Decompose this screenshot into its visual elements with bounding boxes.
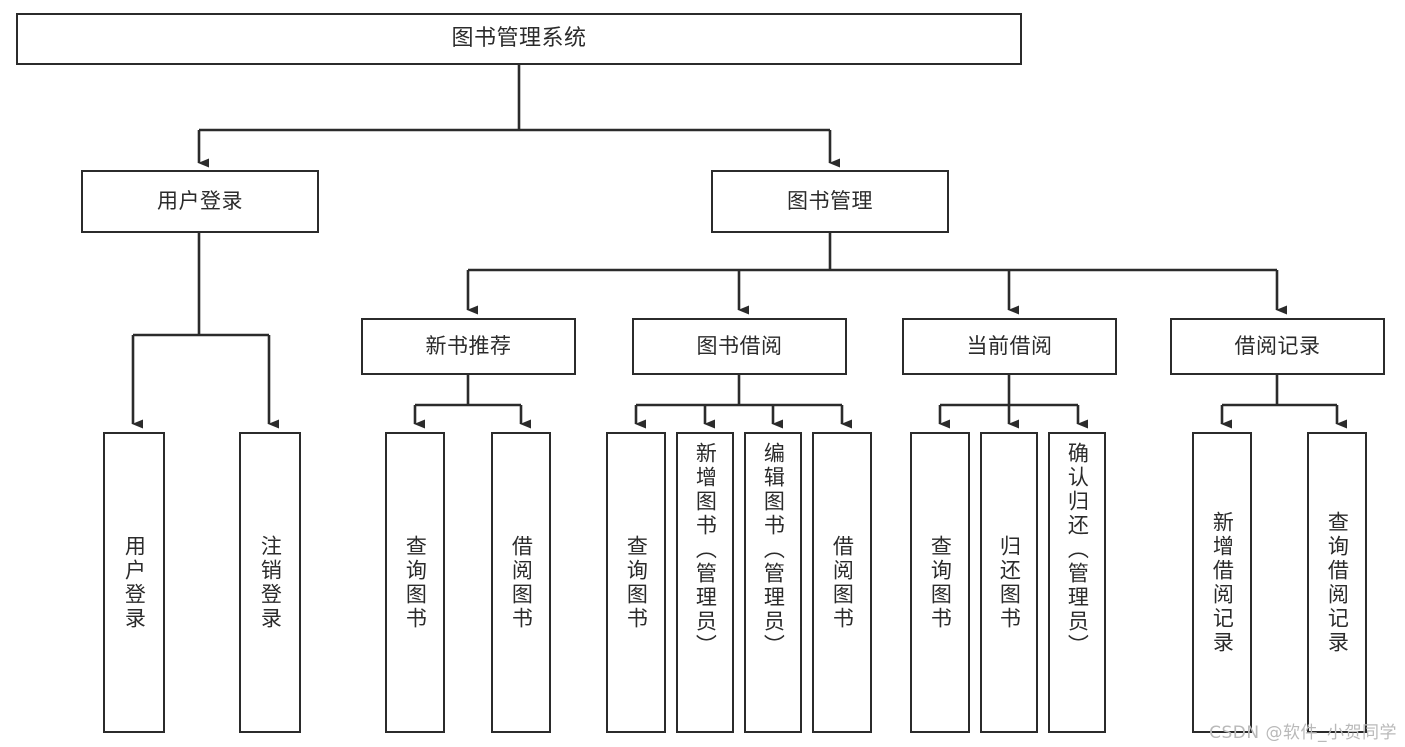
node-leaf-borrow-book-rec[interactable]: 借阅图书 — [491, 432, 551, 733]
node-label: 用户登录 — [157, 189, 243, 214]
node-borrow-record[interactable]: 借阅记录 — [1170, 318, 1385, 375]
node-label: 归还图书 — [997, 534, 1022, 631]
node-root-system[interactable]: 图书管理系统 — [16, 13, 1022, 65]
node-book-manage[interactable]: 图书管理 — [711, 170, 949, 233]
node-label: 查询借阅记录 — [1325, 510, 1350, 655]
node-label: 借阅图书 — [509, 534, 534, 631]
node-label: 编辑图书（管理员） — [761, 442, 786, 658]
node-label: 查询图书 — [403, 534, 428, 631]
node-label: 注销登录 — [258, 534, 283, 631]
node-label: 图书借阅 — [696, 334, 783, 359]
node-label: 查询图书 — [624, 534, 649, 631]
node-leaf-borrow-book[interactable]: 借阅图书 — [812, 432, 872, 733]
node-current-borrow[interactable]: 当前借阅 — [902, 318, 1117, 375]
node-leaf-logout[interactable]: 注销登录 — [239, 432, 301, 733]
node-leaf-confirm-return[interactable]: 确认归还（管理员） — [1048, 432, 1106, 733]
node-label: 新增图书（管理员） — [693, 442, 718, 658]
node-leaf-query-book-rec[interactable]: 查询图书 — [385, 432, 445, 733]
node-label: 借阅图书 — [830, 534, 855, 631]
node-label: 用户登录 — [122, 534, 147, 631]
node-label: 新增借阅记录 — [1210, 510, 1235, 655]
node-label: 确认归还（管理员） — [1065, 442, 1090, 658]
node-leaf-user-login[interactable]: 用户登录 — [103, 432, 165, 733]
node-book-borrow[interactable]: 图书借阅 — [632, 318, 847, 375]
node-leaf-query-book-current[interactable]: 查询图书 — [910, 432, 970, 733]
node-label: 图书管理系统 — [451, 26, 587, 52]
node-label: 借阅记录 — [1234, 334, 1321, 359]
node-user-login[interactable]: 用户登录 — [81, 170, 319, 233]
node-label: 查询图书 — [928, 534, 953, 631]
node-leaf-return-book[interactable]: 归还图书 — [980, 432, 1038, 733]
node-leaf-edit-book[interactable]: 编辑图书（管理员） — [744, 432, 802, 733]
node-leaf-query-borrow-record[interactable]: 查询借阅记录 — [1307, 432, 1367, 733]
node-label: 当前借阅 — [966, 334, 1053, 359]
node-leaf-query-book-borrow[interactable]: 查询图书 — [606, 432, 666, 733]
node-leaf-add-book[interactable]: 新增图书（管理员） — [676, 432, 734, 733]
csdn-watermark: CSDN @软件_小贺同学 — [1209, 723, 1397, 743]
node-new-book-recommend[interactable]: 新书推荐 — [361, 318, 576, 375]
node-label: 图书管理 — [787, 189, 873, 214]
node-leaf-add-borrow-record[interactable]: 新增借阅记录 — [1192, 432, 1252, 733]
node-label: 新书推荐 — [425, 334, 512, 359]
